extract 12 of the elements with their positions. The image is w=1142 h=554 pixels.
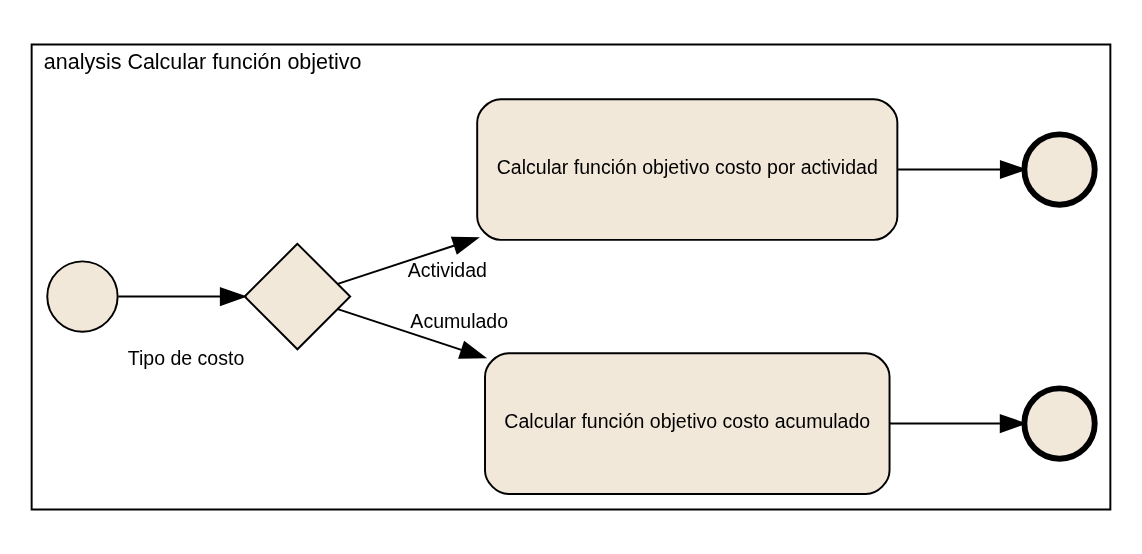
node-box: Calcular función objetivo costo por actividad xyxy=(476,98,899,241)
arrow xyxy=(336,236,480,285)
node-circle xyxy=(1021,385,1098,462)
node-diamond xyxy=(243,242,352,351)
node-circle xyxy=(46,260,119,333)
edge-label: Actividad xyxy=(407,258,487,281)
edge-label: Acumulado xyxy=(410,309,509,332)
node-box: Calcular función objetivo costo acumulado xyxy=(484,352,891,495)
node-label: Tipo de costo xyxy=(127,346,245,369)
node-circle xyxy=(1021,131,1098,208)
arrow xyxy=(336,308,488,359)
arrow xyxy=(117,286,248,307)
